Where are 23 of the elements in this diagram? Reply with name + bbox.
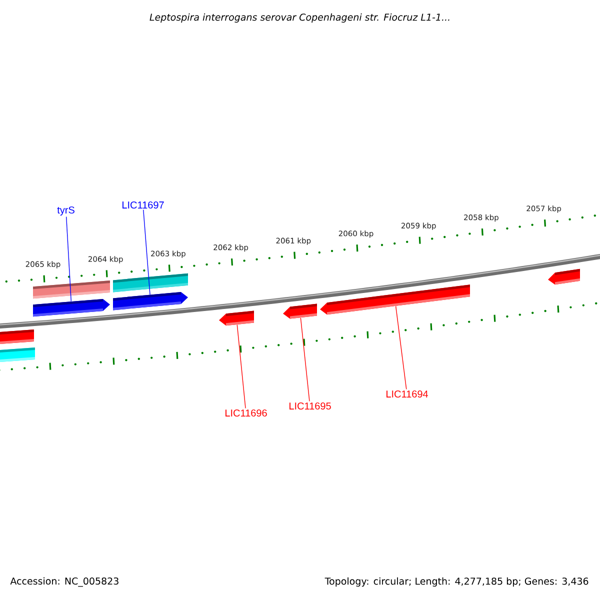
leader-line [236, 324, 246, 409]
leader-line [300, 318, 310, 402]
title: Leptospira interrogans serovar Copenhageni str. Fiocruz L1-1... [150, 13, 450, 23]
leader-line [66, 216, 72, 302]
leader-line [395, 306, 407, 390]
gene-label: LIC11696 [226, 409, 267, 417]
gene-feature [320, 284, 470, 315]
gene-label: LIC11697 [122, 201, 164, 209]
gene-feature [0, 348, 35, 362]
gene-feature [33, 280, 110, 299]
gene-feature [113, 273, 188, 292]
gene-feature [33, 299, 110, 317]
gene-label: LIC11694 [386, 390, 428, 398]
gene-feature [0, 330, 34, 344]
gene-feature [113, 292, 188, 310]
gene-label: tyrS [57, 206, 74, 216]
gene-feature [283, 304, 317, 319]
leader-line [143, 209, 150, 295]
gene-feature [548, 268, 580, 285]
footer-text: Topology: circular; Length: 4,277,185 bp; Genes: 3,436 [324, 577, 588, 587]
gene-feature [219, 310, 254, 326]
footer-text: Accession: NC_005823 [10, 577, 118, 587]
gene-label: LIC11695 [290, 402, 331, 410]
